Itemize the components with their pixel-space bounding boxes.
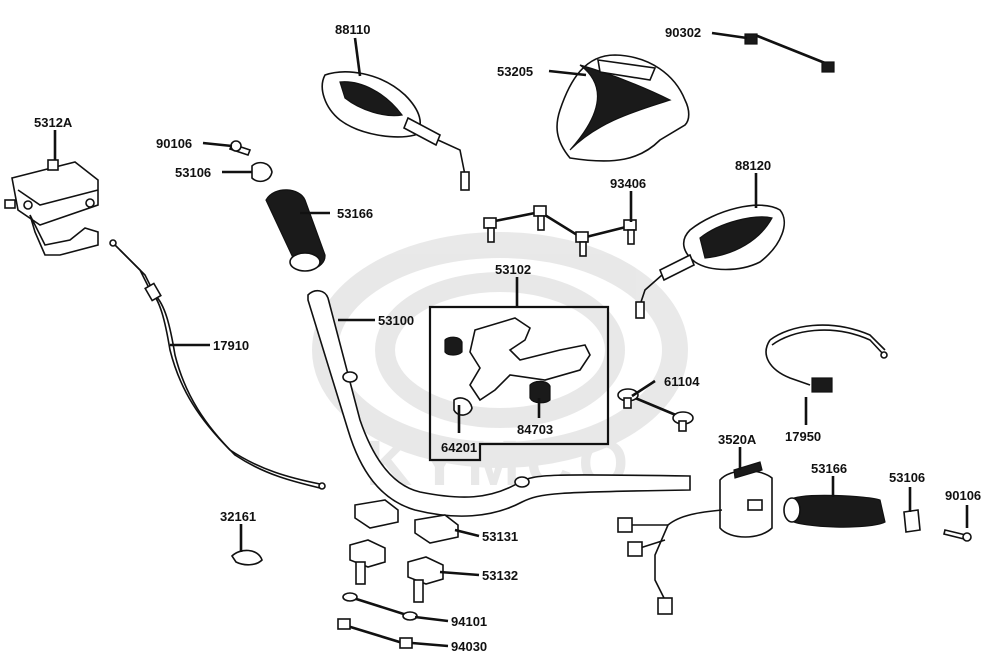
handlebar-holders bbox=[337, 499, 459, 649]
label-53102: 53102 bbox=[495, 262, 531, 277]
label-17950: 17950 bbox=[785, 429, 821, 444]
handlebar bbox=[307, 289, 691, 517]
label-53106-left: 53106 bbox=[175, 165, 211, 180]
screw-90302 bbox=[744, 33, 835, 73]
label-94030: 94030 bbox=[451, 639, 487, 654]
handlebar-switch bbox=[617, 461, 773, 615]
label-64201: 64201 bbox=[441, 440, 477, 455]
label-90302: 90302 bbox=[665, 25, 701, 40]
bracket-detail-box bbox=[428, 305, 610, 462]
label-88110: 88110 bbox=[335, 22, 370, 37]
part-number-labels: 88110 90302 53205 5312A 90106 53106 5316… bbox=[34, 22, 981, 654]
label-5312A: 5312A bbox=[34, 115, 73, 130]
label-53166-left: 53166 bbox=[337, 206, 373, 221]
label-53106-right: 53106 bbox=[889, 470, 925, 485]
label-17910: 17910 bbox=[213, 338, 249, 353]
label-32161: 32161 bbox=[220, 509, 256, 524]
label-53205: 53205 bbox=[497, 64, 533, 79]
bolts-61104 bbox=[617, 388, 694, 432]
label-53132: 53132 bbox=[482, 568, 518, 583]
left-grip-assembly bbox=[228, 140, 326, 272]
left-mirror bbox=[321, 71, 470, 191]
label-93406: 93406 bbox=[610, 176, 646, 191]
label-53131: 53131 bbox=[482, 529, 518, 544]
label-53100: 53100 bbox=[378, 313, 414, 328]
label-90106-left: 90106 bbox=[156, 136, 192, 151]
label-53166-right: 53166 bbox=[811, 461, 847, 476]
leader-lines bbox=[53, 31, 969, 648]
label-3520A: 3520A bbox=[718, 432, 757, 447]
label-61104: 61104 bbox=[664, 374, 700, 389]
clip-32161 bbox=[230, 549, 263, 566]
bolts-93406 bbox=[483, 205, 637, 257]
choke-cable bbox=[765, 324, 888, 393]
label-90106-right: 90106 bbox=[945, 488, 981, 503]
master-cylinder bbox=[4, 159, 99, 256]
right-mirror bbox=[635, 204, 785, 319]
throttle-cable bbox=[109, 239, 326, 490]
label-94101: 94101 bbox=[451, 614, 487, 629]
label-84703: 84703 bbox=[517, 422, 553, 437]
handlebar-cover bbox=[556, 54, 690, 162]
right-grip-assembly bbox=[783, 494, 972, 542]
label-88120: 88120 bbox=[735, 158, 771, 173]
